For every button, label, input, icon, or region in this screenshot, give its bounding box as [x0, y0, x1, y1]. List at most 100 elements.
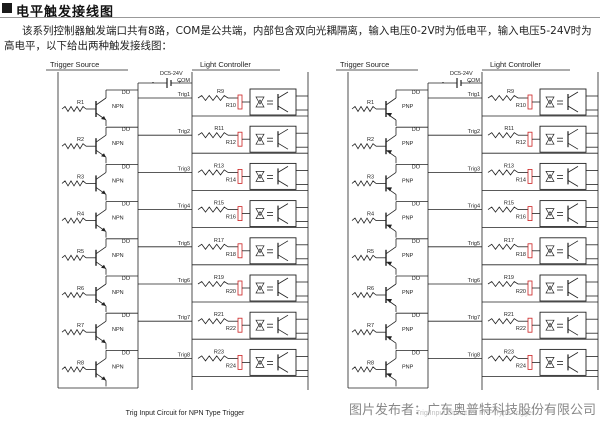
title-mark-icon [2, 3, 12, 13]
controller-resistor-top [487, 318, 519, 325]
led-icon [545, 245, 555, 254]
npn-arrow-icon [101, 339, 106, 344]
trig-label: Trig4 [178, 204, 190, 210]
phototransistor-emitter [277, 328, 289, 336]
transistor-emitter [385, 335, 397, 344]
controller-resistor-side-label: R12 [516, 140, 526, 146]
optocoupler [539, 274, 587, 302]
led-icon [545, 96, 555, 105]
phototransistor-collector [277, 166, 289, 173]
controller-resistor-top [197, 318, 229, 325]
transistor-type-label: NPN [112, 290, 124, 296]
transistor-type-label: PNP [402, 141, 414, 147]
optocoupler [539, 237, 587, 265]
led-reverse-icon [255, 173, 265, 182]
title-bar: 电平触发接线图 [0, 0, 600, 20]
optocoupler [249, 200, 297, 228]
controller-resistor-side [237, 206, 243, 222]
transistor-type-label: NPN [112, 216, 124, 222]
source-resistor-label: R8 [77, 360, 84, 366]
source-resistor [61, 254, 87, 262]
watermark-backing [302, 398, 600, 418]
optocoupler [539, 348, 587, 376]
optocoupler [249, 125, 297, 153]
controller-resistor-top-label: R13 [504, 163, 514, 169]
controller-resistor-top-label: R9 [507, 89, 514, 95]
phototransistor-collector [277, 128, 289, 136]
phototransistor-collector [567, 240, 579, 248]
phototransistor-collector [277, 240, 289, 248]
optocoupler [249, 311, 297, 339]
light-controller-label: Light Controller [200, 60, 251, 69]
transistor-collector [385, 97, 397, 106]
phototransistor-emitter [277, 291, 289, 299]
led-icon [255, 133, 265, 142]
optocoupler [249, 162, 297, 190]
do-label: DO [412, 239, 421, 245]
source-resistor-label: R8 [367, 360, 374, 366]
led-icon [545, 357, 555, 366]
controller-resistor-side-label: R16 [226, 215, 236, 221]
controller-resistor-top [197, 132, 229, 139]
controller-resistor-top [487, 280, 519, 288]
npn-arrow-icon [101, 302, 106, 306]
source-resistor [61, 217, 87, 224]
controller-resistor-top [197, 169, 229, 176]
source-resistor-label: R6 [77, 286, 84, 292]
pnp-arrow-icon [387, 224, 392, 229]
transistor-type-label: PNP [402, 253, 414, 259]
phototransistor-emitter [277, 366, 289, 373]
trig-label: Trig1 [468, 92, 480, 98]
source-resistor-label: R4 [367, 212, 374, 218]
controller-resistor-top-label: R11 [214, 126, 224, 132]
source-resistor-label: R7 [367, 323, 374, 329]
source-resistor [61, 180, 87, 187]
controller-resistor-top-label: R19 [504, 275, 514, 281]
npn-arrow-icon [101, 376, 106, 381]
led-reverse-icon [545, 173, 555, 182]
source-resistor [61, 328, 87, 336]
controller-resistor-top [487, 243, 519, 250]
npn-arrow-icon [101, 116, 106, 120]
led-icon [255, 357, 265, 366]
controller-resistor-top-label: R17 [504, 238, 514, 244]
pnp-arrow-icon [387, 373, 392, 378]
controller-resistor-top-label: R23 [504, 349, 514, 355]
controller-resistor-top [487, 355, 519, 362]
controller-resistor-top-label: R13 [214, 163, 224, 169]
transistor-collector [385, 320, 397, 329]
phototransistor-collector [277, 314, 289, 322]
light-controller-label: Light Controller [490, 60, 541, 69]
led-icon [255, 96, 265, 105]
power-supply-label: DC5-24V [160, 71, 183, 77]
controller-resistor-side [527, 354, 533, 370]
controller-resistor-side-label: R18 [226, 252, 236, 258]
do-label: DO [412, 276, 421, 282]
title-divider [0, 17, 600, 18]
led-reverse-icon [545, 248, 555, 257]
controller-resistor-side [237, 243, 243, 259]
controller-resistor-side-label: R24 [226, 363, 236, 369]
transistor-type-label: NPN [112, 141, 124, 147]
optocoupler [539, 88, 587, 116]
source-resistor-label: R1 [77, 100, 84, 106]
source-resistor-label: R5 [367, 249, 374, 255]
transistor-collector [385, 246, 397, 255]
phototransistor-emitter [567, 180, 579, 187]
source-resistor [351, 105, 377, 113]
transistor-collector [95, 246, 107, 255]
transistor-type-label: NPN [112, 178, 124, 184]
trig-label: Trig7 [178, 315, 190, 321]
source-resistor-label: R5 [77, 249, 84, 255]
controller-resistor-side-label: R22 [516, 326, 526, 332]
controller-resistor-top-label: R11 [504, 126, 514, 132]
trig-label: Trig2 [178, 129, 190, 135]
led-reverse-icon [255, 136, 265, 145]
transistor-emitter [385, 112, 397, 121]
